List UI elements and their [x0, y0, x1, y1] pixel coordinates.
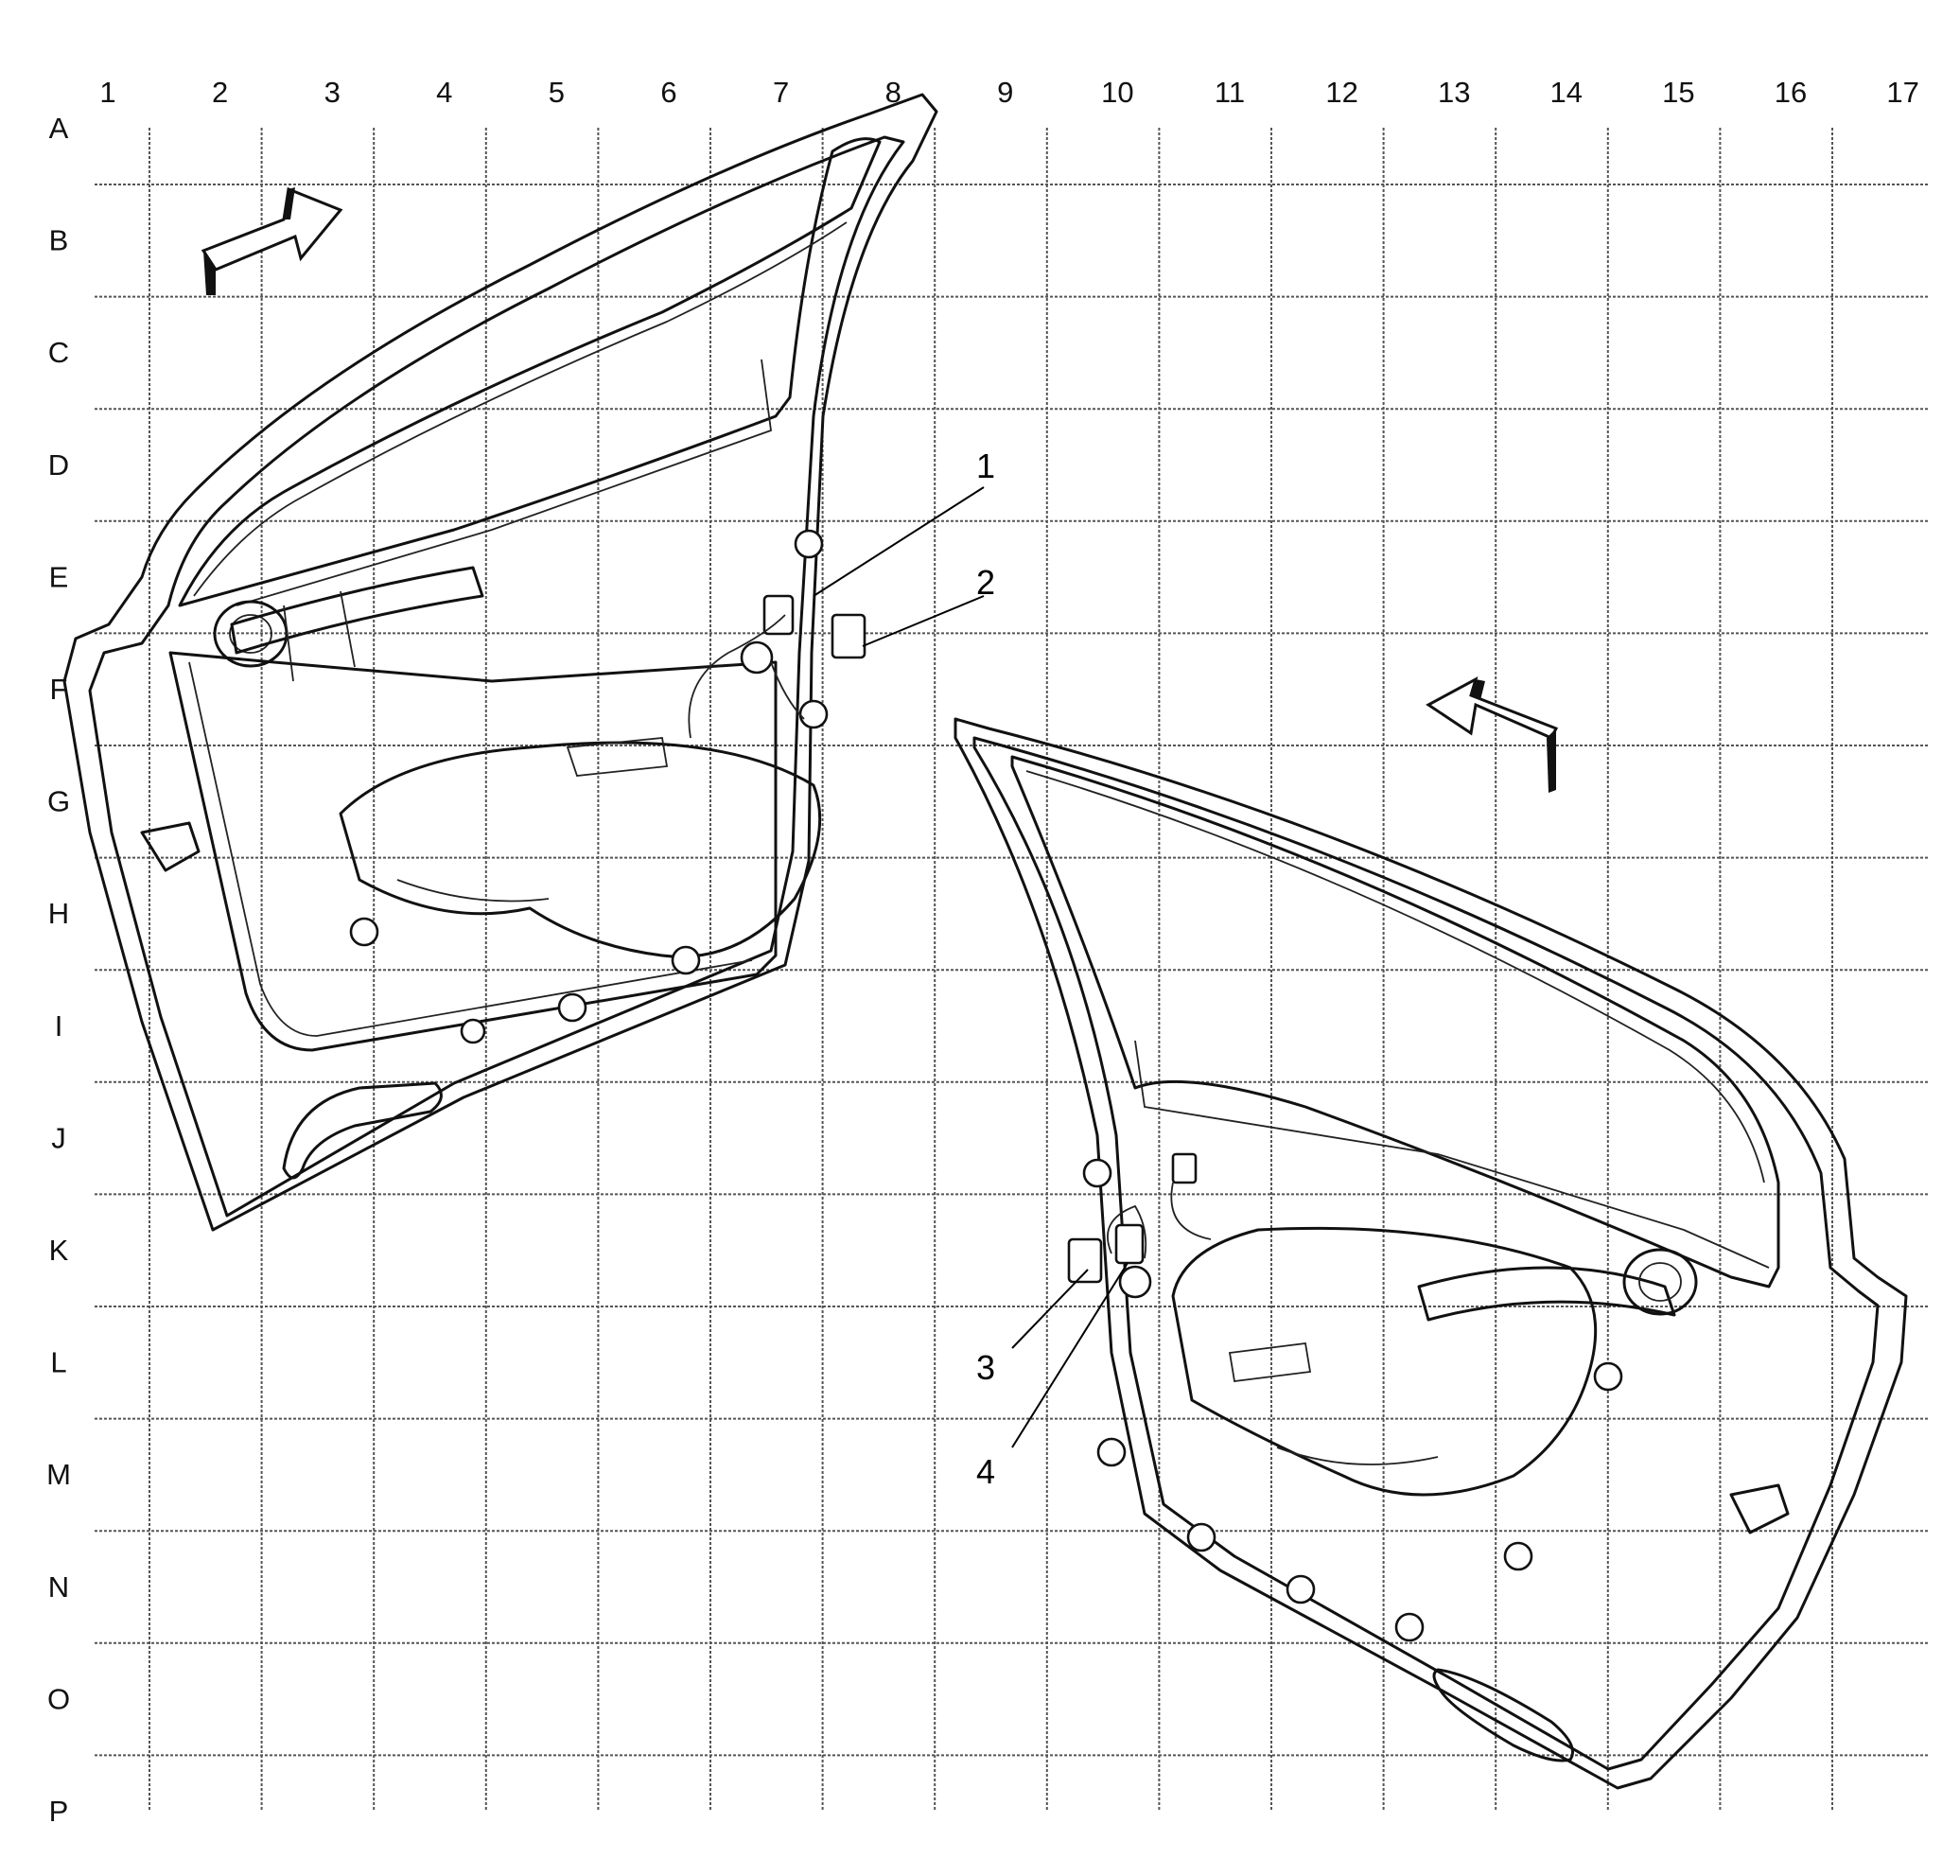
grid-column-label: 13 — [1438, 76, 1470, 109]
grid-column-label: 3 — [324, 76, 341, 109]
grid-column-label: 10 — [1101, 76, 1133, 109]
front-door-assembly — [62, 93, 938, 1232]
grid-row-label: A — [49, 112, 69, 145]
grid-row-label: D — [48, 448, 69, 482]
callout-2: 2 — [976, 563, 995, 602]
grid-column-label: 4 — [436, 76, 452, 109]
grid-row-label: K — [49, 1234, 69, 1267]
grid-row-label: B — [49, 224, 69, 257]
direction-arrow-icon — [201, 186, 343, 295]
grid-row-label: L — [50, 1346, 66, 1379]
grid-row-label: J — [51, 1121, 66, 1154]
grid-column-label: 5 — [549, 76, 565, 109]
grid-column-label: 12 — [1325, 76, 1357, 109]
grid-row-label: O — [47, 1682, 70, 1715]
grid-row-label: I — [55, 1009, 63, 1043]
grid-column-label: 15 — [1662, 76, 1694, 109]
grid-row-label: C — [48, 336, 69, 369]
callout-leaders — [813, 486, 1129, 1448]
callout-4: 4 — [976, 1452, 995, 1491]
grid-column-label: 7 — [773, 76, 789, 109]
grid-column-label: 2 — [212, 76, 228, 109]
grid-column-label: 17 — [1886, 76, 1918, 109]
callout-3: 3 — [976, 1348, 995, 1387]
grid-column-label: 14 — [1550, 76, 1583, 109]
grid-column-label: 11 — [1215, 76, 1245, 109]
direction-arrow-icon — [1426, 675, 1559, 793]
grid-row-label: M — [46, 1458, 71, 1491]
grid-column-label: 9 — [997, 76, 1013, 109]
grid-row-label: P — [49, 1795, 69, 1828]
grid-column-label: 1 — [99, 76, 115, 109]
grid-row-label: H — [48, 897, 69, 930]
reference-grid — [95, 128, 1930, 1812]
grid-row-label: G — [47, 785, 70, 818]
grid-column-label: 8 — [885, 76, 901, 109]
callout-1: 1 — [976, 447, 995, 485]
grid-column-label: 6 — [660, 76, 676, 109]
rear-door-assembly — [954, 717, 1908, 1790]
grid-column-label: 16 — [1775, 76, 1807, 109]
grid-row-label: E — [49, 560, 69, 593]
grid-row-label: N — [48, 1570, 69, 1604]
